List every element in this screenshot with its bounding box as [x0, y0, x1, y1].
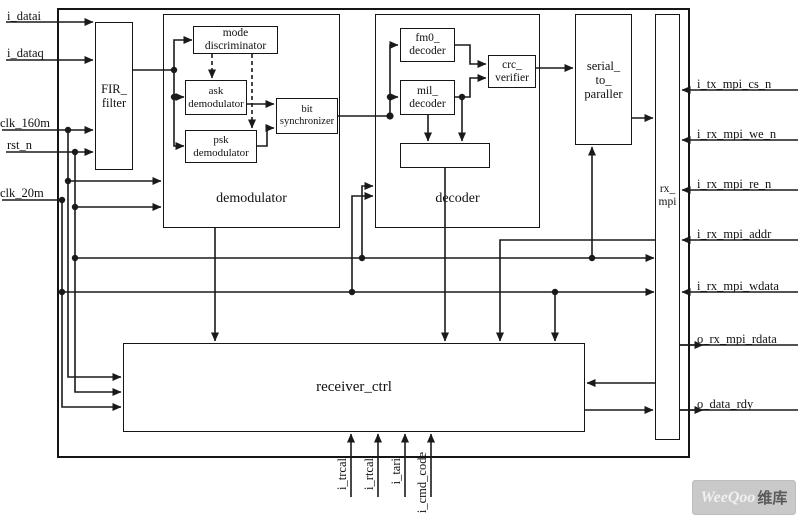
output-register-block — [400, 143, 490, 168]
rx-mpi-label-1: rx_ — [659, 183, 676, 195]
demodulator-title: demodulator — [216, 191, 287, 206]
bit-synchronizer-label-1: bit — [301, 104, 313, 116]
fir-filter-label-2: filter — [101, 96, 127, 110]
port-label-rst-n: rst_n — [7, 138, 32, 152]
crc-verifier-block: crc_ verifier — [488, 55, 536, 88]
port-label-i-rx-mpi-wdata: i_rx_mpi_wdata — [697, 279, 779, 293]
port-label-i-tari: i_tari — [389, 458, 403, 485]
bit-synchronizer-block: bit synchronizer — [276, 98, 338, 134]
port-label-i-trcal: i_trcal — [335, 458, 349, 490]
crc-verifier-label-1: crc_ — [502, 58, 522, 71]
port-label-o-rx-mpi-rdata: o_rx_mpi_rdata — [697, 332, 777, 346]
port-label-clk-20m: clk_20m — [0, 186, 44, 200]
fir-filter-block: FIR_ filter — [95, 22, 133, 170]
receiver-ctrl-block: receiver_ctrl — [123, 343, 585, 432]
serial-to-paraller-label-3: paraller — [584, 86, 623, 101]
crc-verifier-label-2: verifier — [495, 71, 529, 84]
demodulator-block: demodulator — [163, 14, 340, 228]
port-label-i-rtcal: i_rtcal — [362, 458, 376, 490]
outer-boundary-box — [57, 8, 690, 458]
fm0-decoder-block: fm0_ decoder — [400, 28, 455, 62]
receiver-ctrl-label: receiver_ctrl — [316, 379, 392, 396]
rx-mpi-block: rx_ mpi — [655, 14, 680, 440]
port-label-i-tx-mpi-cs-n: i_tx_mpi_cs_n — [697, 77, 772, 91]
rx-mpi-label: rx_ mpi — [656, 183, 679, 209]
decoder-block: decoder — [375, 14, 540, 228]
mil-decoder-block: mil_ decoder — [400, 80, 455, 115]
port-label-i-rx-mpi-we-n: i_rx_mpi_we_n — [697, 127, 777, 141]
port-label-clk-160m: clk_160m — [0, 116, 50, 130]
serial-to-paraller-block: serial_ to_ paraller — [575, 14, 632, 145]
mil-decoder-label-2: decoder — [409, 97, 446, 110]
port-label-o-data-rdy: o_data_rdy — [697, 397, 754, 411]
fir-filter-label-1: FIR_ — [101, 82, 127, 96]
watermark-brand: WeeQoo — [700, 488, 756, 506]
serial-to-paraller-label-2: to_ — [595, 72, 612, 87]
fm0-decoder-label-2: decoder — [409, 45, 446, 57]
serial-to-paraller-label-1: serial_ — [586, 58, 621, 73]
mode-discriminator-label-2: discriminator — [204, 40, 267, 52]
mode-discriminator-block: mode discriminator — [193, 26, 278, 54]
psk-demodulator-label-1: psk — [213, 134, 229, 147]
ask-demodulator-label-1: ask — [208, 85, 224, 98]
port-label-i-cmd-code: i_cmd_code — [415, 452, 429, 514]
watermark-cjk: 维库 — [757, 489, 788, 507]
mode-discriminator-label-1: mode — [222, 27, 249, 40]
rx-mpi-label-2: mpi — [658, 196, 677, 209]
ask-demodulator-label-2: demodulator — [188, 97, 244, 110]
port-label-i-dataq: i_dataq — [7, 46, 44, 60]
mil-decoder-label-1: mil_ — [416, 84, 439, 97]
ask-demodulator-block: ask demodulator — [185, 80, 247, 115]
port-label-i-rx-mpi-re-n: i_rx_mpi_re_n — [697, 177, 772, 191]
decoder-title: decoder — [435, 191, 480, 206]
psk-demodulator-label-2: demodulator — [193, 146, 249, 159]
fm0-decoder-label-1: fm0_ — [415, 32, 440, 45]
port-label-i-datai: i_datai — [7, 9, 42, 23]
psk-demodulator-block: psk demodulator — [185, 130, 257, 163]
port-label-i-rx-mpi-addr: i_rx_mpi_addr — [697, 227, 772, 241]
bit-synchronizer-label-2: synchronizer — [279, 116, 335, 127]
